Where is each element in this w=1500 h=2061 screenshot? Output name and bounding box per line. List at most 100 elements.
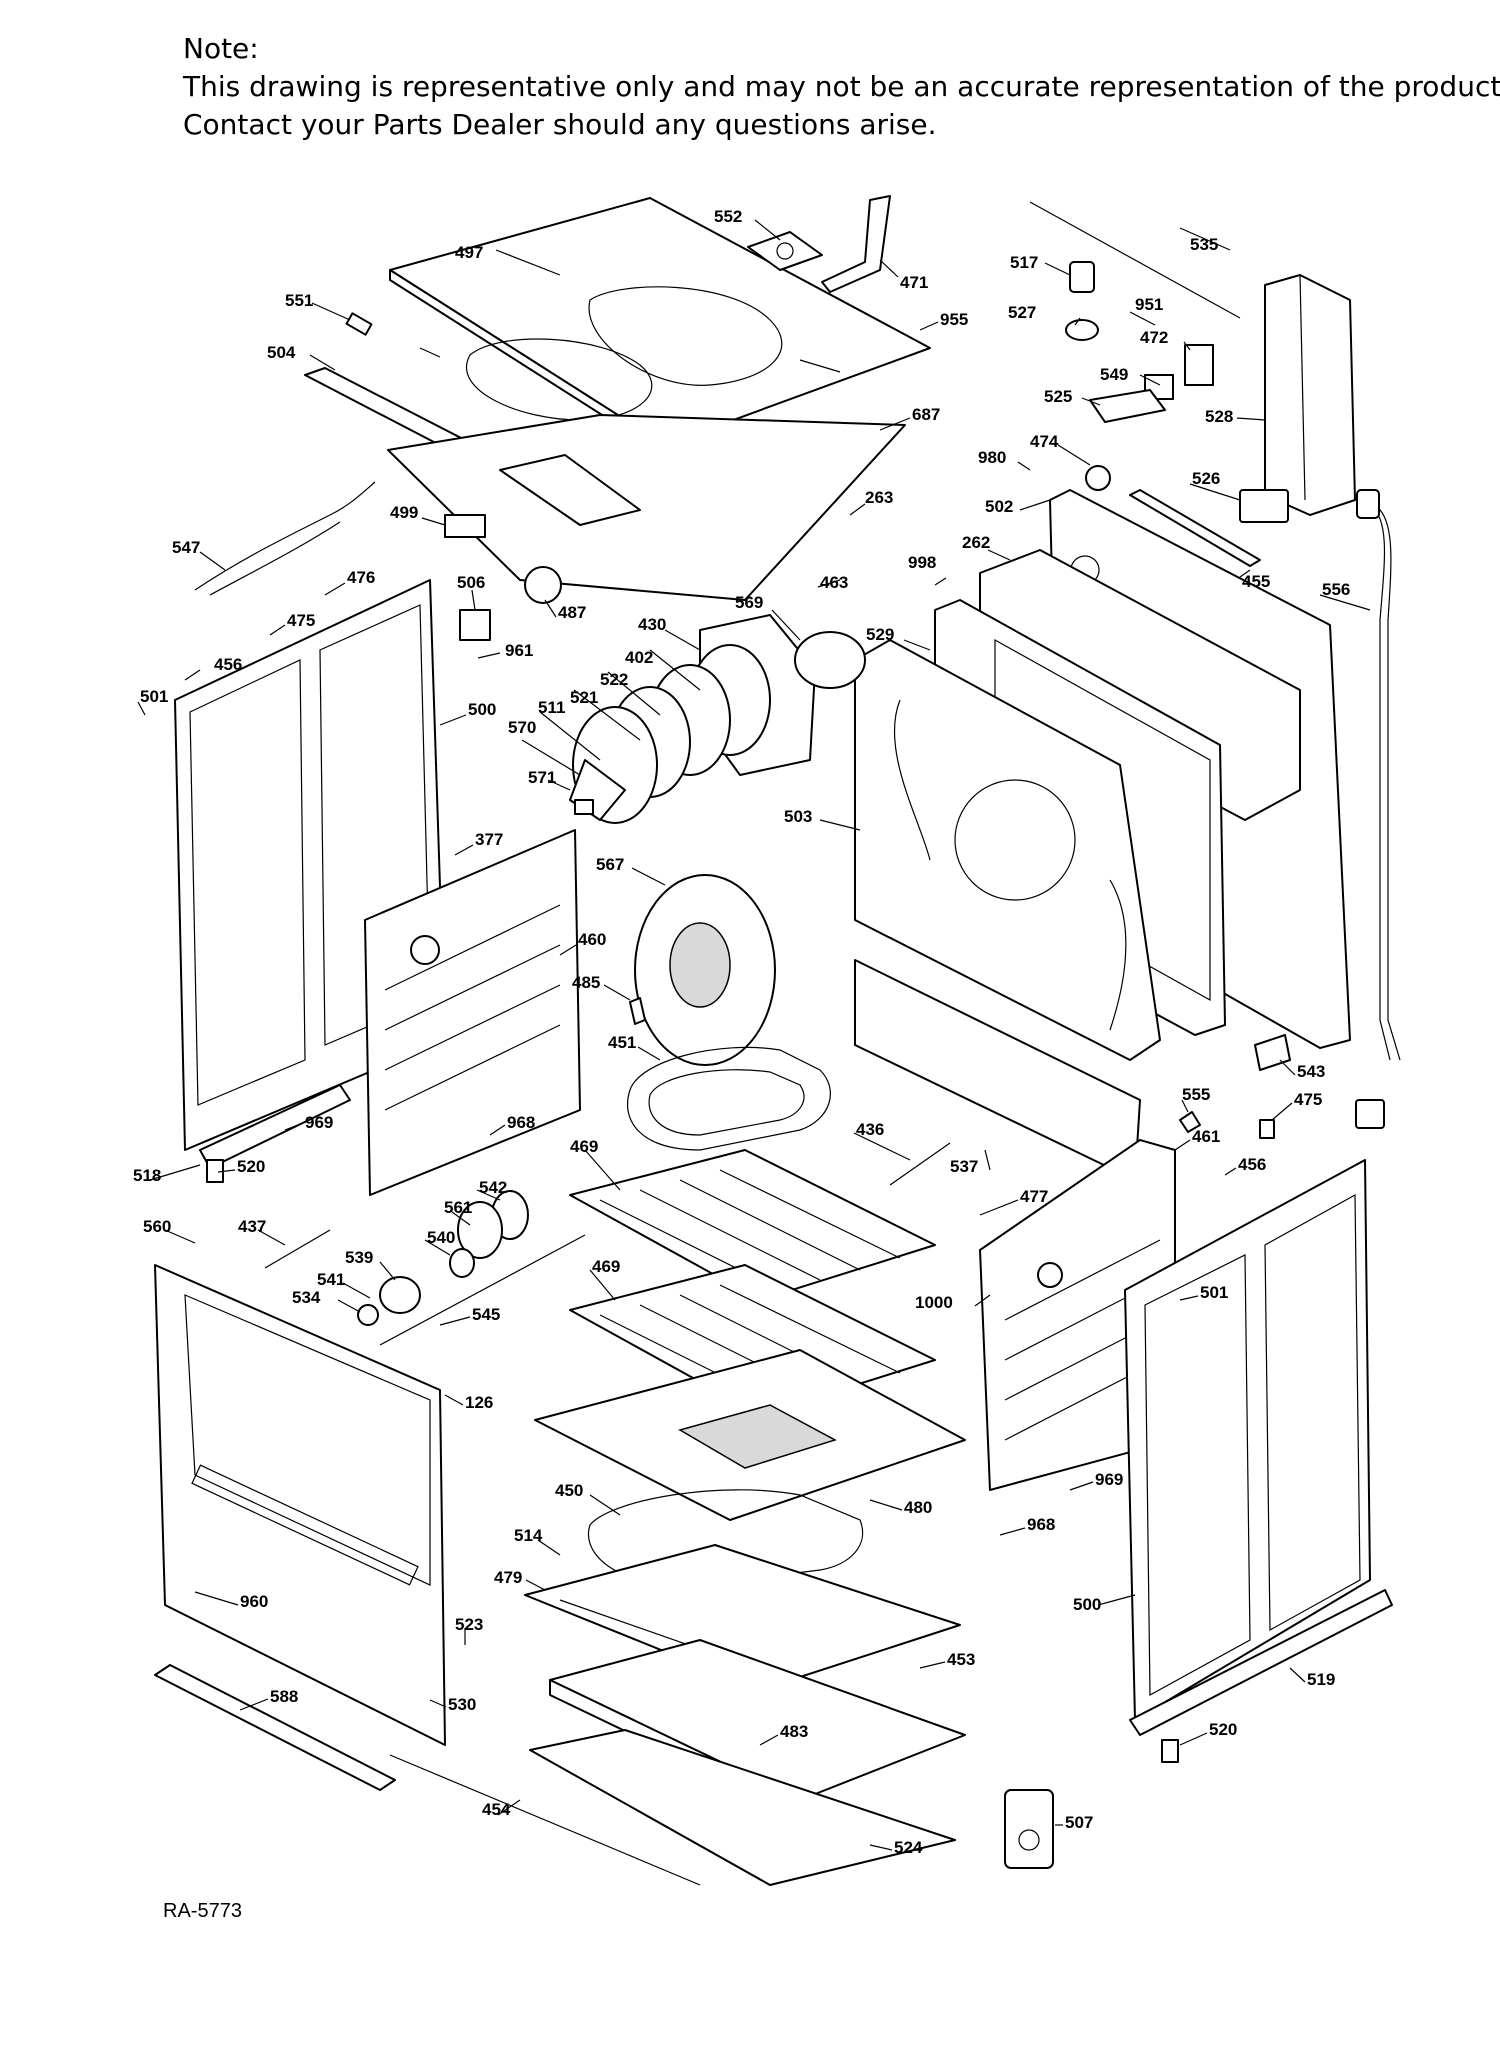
part-label: 535 bbox=[1190, 235, 1218, 254]
figure-code: RA-5773 bbox=[163, 1900, 242, 1922]
relay-board bbox=[1184, 344, 1214, 386]
part-label: 463 bbox=[820, 573, 848, 592]
switch-block bbox=[1144, 374, 1174, 400]
part-label: 527 bbox=[1008, 303, 1036, 322]
part-label: 263 bbox=[865, 488, 893, 507]
part-label: 479 bbox=[494, 1568, 522, 1587]
bake-element bbox=[587, 1489, 864, 1587]
rear-bracket bbox=[1129, 489, 1261, 567]
part-label: 430 bbox=[638, 615, 666, 634]
part-label: 502 bbox=[985, 497, 1013, 516]
part-label: 506 bbox=[457, 573, 485, 592]
vent-cover bbox=[444, 514, 486, 538]
part-label: 472 bbox=[1140, 328, 1168, 347]
part-label: 436 bbox=[856, 1120, 884, 1139]
part-label: 542 bbox=[479, 1178, 507, 1197]
part-label: 126 bbox=[465, 1393, 493, 1412]
part-label: 960 bbox=[240, 1592, 268, 1611]
bottom-cover bbox=[529, 1729, 956, 1886]
part-label: 377 bbox=[475, 830, 503, 849]
side-channel bbox=[1264, 274, 1356, 516]
lamp-bulb bbox=[379, 1276, 421, 1314]
part-label: 524 bbox=[894, 1838, 923, 1857]
lamp-lens bbox=[357, 1304, 379, 1326]
broil-element bbox=[626, 1046, 831, 1151]
part-label: 951 bbox=[1135, 295, 1163, 314]
part-label: 955 bbox=[940, 310, 968, 329]
part-label: 453 bbox=[947, 1650, 975, 1669]
oven-rack-upper bbox=[569, 1149, 936, 1301]
part-label: 455 bbox=[1242, 572, 1270, 591]
part-label: 961 bbox=[505, 641, 533, 660]
part-label: 520 bbox=[237, 1157, 265, 1176]
part-label: 998 bbox=[908, 553, 936, 572]
part-label: 530 bbox=[448, 1695, 476, 1714]
part-label: 262 bbox=[962, 533, 990, 552]
capacitor bbox=[1069, 261, 1095, 293]
part-label: 454 bbox=[482, 1800, 511, 1819]
part-label: 529 bbox=[866, 625, 894, 644]
part-label: 460 bbox=[578, 930, 606, 949]
part-label: 475 bbox=[1294, 1090, 1322, 1109]
vent-duct bbox=[499, 454, 641, 526]
part-label: 450 bbox=[555, 1481, 583, 1500]
part-label: 437 bbox=[238, 1217, 266, 1236]
power-cord bbox=[1369, 504, 1391, 1061]
part-label: 451 bbox=[608, 1033, 636, 1052]
part-label: 537 bbox=[950, 1157, 978, 1176]
part-label: 687 bbox=[912, 405, 940, 424]
part-label: 456 bbox=[1238, 1155, 1266, 1174]
part-label: 545 bbox=[472, 1305, 500, 1324]
cap-bracket bbox=[1065, 319, 1099, 341]
note-line-2: Contact your Parts Dealer should any que… bbox=[183, 108, 937, 141]
part-label: 552 bbox=[714, 207, 742, 226]
part-label: 555 bbox=[1182, 1085, 1210, 1104]
door-switch-wire bbox=[264, 1229, 331, 1269]
relay-switch bbox=[459, 609, 491, 641]
lamp-ring bbox=[457, 1201, 503, 1259]
part-label: 497 bbox=[455, 243, 483, 262]
part-label: 534 bbox=[292, 1288, 321, 1307]
part-label: 528 bbox=[1205, 407, 1233, 426]
part-label: 556 bbox=[1322, 580, 1350, 599]
part-label: 503 bbox=[784, 807, 812, 826]
part-label: 519 bbox=[1307, 1670, 1335, 1689]
clip bbox=[345, 312, 373, 336]
convection-motor bbox=[794, 631, 866, 689]
terminal-block bbox=[1239, 489, 1289, 523]
part-label: 540 bbox=[427, 1228, 455, 1247]
part-label: 501 bbox=[1200, 1283, 1228, 1302]
part-label: 500 bbox=[1073, 1595, 1101, 1614]
part-label: 487 bbox=[558, 603, 586, 622]
harness-wire bbox=[1029, 201, 1241, 319]
part-label: 456 bbox=[214, 655, 242, 674]
part-label: 485 bbox=[572, 973, 600, 992]
part-label: 499 bbox=[390, 503, 418, 522]
part-label: 526 bbox=[1192, 469, 1220, 488]
part-label: 520 bbox=[1209, 1720, 1237, 1739]
part-label: 500 bbox=[468, 700, 496, 719]
part-label: 480 bbox=[904, 1498, 932, 1517]
part-label: 483 bbox=[780, 1722, 808, 1741]
convection-motor-switch bbox=[524, 566, 562, 604]
part-label: 475 bbox=[287, 611, 315, 630]
part-label: 469 bbox=[592, 1257, 620, 1276]
probe-jack bbox=[629, 997, 646, 1025]
light-wire bbox=[379, 1234, 586, 1346]
part-label: 980 bbox=[978, 448, 1006, 467]
part-label: 969 bbox=[1095, 1470, 1123, 1489]
part-label: 547 bbox=[172, 538, 200, 557]
front-frame bbox=[154, 1264, 446, 1746]
part-label: 523 bbox=[455, 1615, 483, 1634]
disclaimer-note: Note: This drawing is representative onl… bbox=[183, 30, 1500, 144]
oven-control bbox=[1004, 1789, 1054, 1869]
temperature-sensor bbox=[889, 1142, 951, 1186]
wire-harness bbox=[194, 481, 376, 591]
note-heading: Note: bbox=[183, 32, 259, 65]
part-label: 561 bbox=[444, 1198, 472, 1217]
part-label: 507 bbox=[1065, 1813, 1093, 1832]
part-label: 539 bbox=[345, 1248, 373, 1267]
part-label: 560 bbox=[143, 1217, 171, 1236]
mounting-bracket bbox=[1089, 389, 1166, 423]
